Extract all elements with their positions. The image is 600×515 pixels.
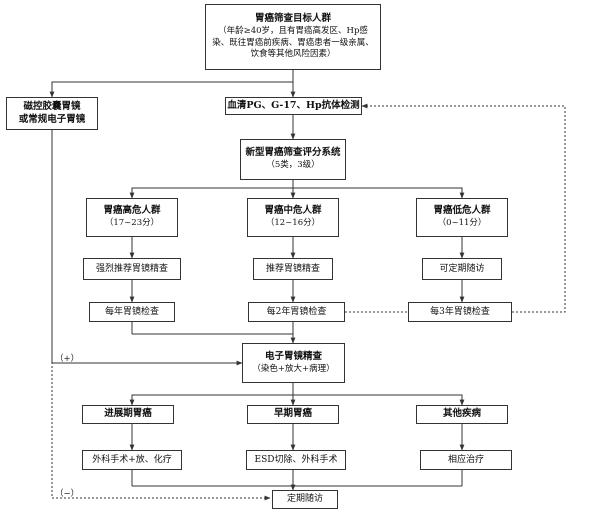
treatment-other-label: 相应治疗 [447, 454, 484, 465]
risk-mid-title: 胃癌中危人群 [264, 205, 322, 217]
recommend-mid-box: 推荐胃镜精查 [253, 258, 333, 280]
treatment-advanced-box: 外科手术+放、化疗 [82, 450, 182, 470]
risk-high-title: 胃癌高危人群 [103, 205, 161, 217]
final-followup-label: 定期随访 [286, 494, 323, 505]
final-followup-box: 定期随访 [272, 490, 338, 509]
followup-high-label: 每年胃镜检查 [104, 306, 159, 317]
serum-test-label: 血清PG、G-17、Hp抗体检测 [227, 99, 360, 111]
risk-high-box: 胃癌高危人群 （17~23分） [86, 198, 178, 237]
endoscopy-exam-box: 电子胃镜精查 （染色+放大+病理） [242, 343, 345, 383]
outcome-other-label: 其他疾病 [442, 408, 481, 420]
recommend-low-label: 可定期随访 [439, 263, 485, 274]
followup-mid-box: 每2年胃镜检查 [248, 302, 345, 322]
treatment-other-box: 相应治疗 [420, 450, 512, 470]
target-population-box: 胃癌筛查目标人群 （年龄≥40岁，且有胃癌高发区、Hp感染、既往胃癌前疾病、胃癌… [205, 4, 381, 70]
outcome-early-label: 早期胃癌 [273, 408, 312, 420]
capsule-endoscopy-box: 磁控胶囊胃镜 或常规电子胃镜 [6, 97, 98, 130]
capsule-line1: 磁控胶囊胃镜 [23, 100, 81, 112]
negative-marker: （−） [55, 489, 80, 499]
scoring-title: 新型胃癌筛查评分系统 [245, 147, 341, 159]
recommend-mid-label: 推荐胃镜精查 [265, 263, 320, 274]
outcome-advanced-label: 进展期胃癌 [104, 408, 152, 420]
recommend-high-box: 强烈推荐胃镜精查 [83, 258, 181, 280]
risk-low-box: 胃癌低危人群 （0~11分） [416, 198, 508, 237]
exam-sub: （染色+放大+病理） [252, 363, 335, 374]
risk-low-title: 胃癌低危人群 [433, 205, 491, 217]
scoring-system-box: 新型胃癌筛查评分系统 （5类，3级） [240, 139, 346, 180]
scoring-sub: （5类，3级） [266, 160, 320, 171]
risk-mid-box: 胃癌中危人群 （12~16分） [247, 198, 339, 237]
exam-title: 电子胃镜精查 [264, 350, 322, 362]
capsule-line2: 或常规电子胃镜 [18, 113, 86, 125]
positive-marker: （+） [55, 354, 80, 364]
treatment-early-box: ESD切除、外科手术 [246, 450, 346, 470]
target-description: （年龄≥40岁，且有胃癌高发区、Hp感染、既往胃癌前疾病、胃癌患者一级亲属、饮食… [212, 26, 374, 60]
followup-mid-label: 每2年胃镜检查 [266, 306, 327, 317]
treatment-early-label: ESD切除、外科手术 [254, 454, 338, 465]
risk-low-range: （0~11分） [437, 218, 487, 229]
followup-low-box: 每3年胃镜检查 [408, 302, 512, 322]
target-title: 胃癌筛查目标人群 [254, 13, 331, 25]
followup-low-label: 每3年胃镜检查 [430, 306, 490, 317]
risk-mid-range: （12~16分） [265, 218, 321, 229]
outcome-advanced-box: 进展期胃癌 [82, 405, 174, 424]
recommend-low-box: 可定期随访 [422, 258, 502, 280]
outcome-other-box: 其他疾病 [416, 405, 508, 424]
recommend-high-label: 强烈推荐胃镜精查 [95, 263, 168, 274]
outcome-early-box: 早期胃癌 [247, 405, 339, 424]
followup-high-box: 每年胃镜检查 [89, 302, 175, 322]
risk-high-range: （17~23分） [104, 218, 160, 229]
treatment-advanced-label: 外科手术+放、化疗 [92, 454, 172, 465]
serum-test-box: 血清PG、G-17、Hp抗体检测 [225, 97, 362, 115]
